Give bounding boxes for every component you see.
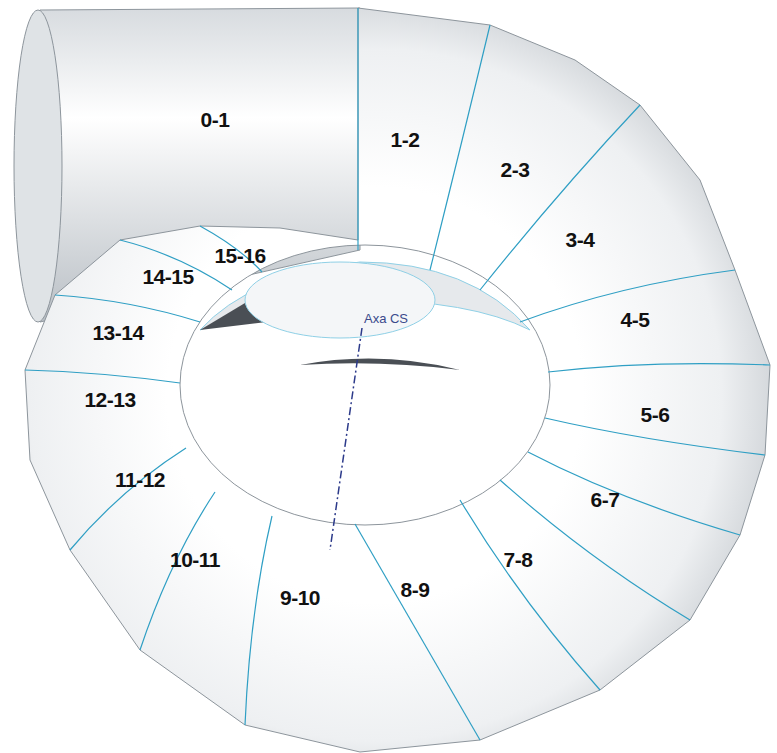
spiral-ring: [25, 8, 770, 752]
inner-opening: [245, 262, 435, 338]
segment-label: 0-1: [201, 108, 230, 132]
segment-label: 11-12: [115, 468, 165, 492]
segment-label: 6-7: [591, 488, 620, 512]
segment-label: 3-4: [566, 228, 595, 252]
axis-line: [330, 328, 362, 550]
segment-label: 12-13: [84, 388, 135, 412]
segment-label: 7-8: [504, 548, 533, 572]
shadow: [300, 359, 460, 370]
segment-lines: [25, 8, 770, 740]
segment-label: 8-9: [401, 578, 430, 602]
axis-label: Axa CS: [364, 311, 408, 326]
segment-label: 2-3: [501, 158, 530, 182]
segment-label: 4-5: [621, 308, 650, 332]
pipe-opening: [14, 10, 62, 322]
segment-label: 13-14: [92, 321, 143, 345]
segment-label: 9-10: [280, 586, 320, 610]
segment-label: 1-2: [391, 128, 420, 152]
segment-label: 5-6: [641, 403, 670, 427]
segment-label: 15-16: [214, 244, 265, 268]
segment-label: 10-11: [170, 548, 220, 572]
segment-label: 14-15: [142, 265, 193, 289]
